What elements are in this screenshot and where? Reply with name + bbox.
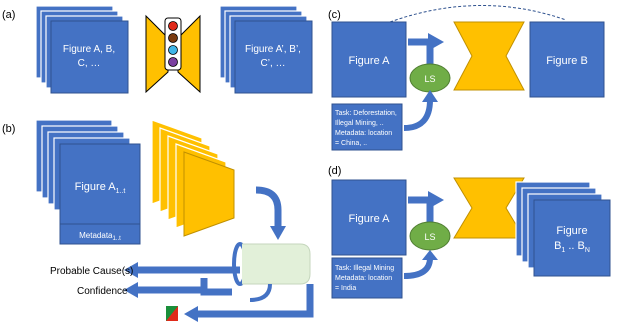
panel-b-figure-label: Figure A1..t [75, 181, 126, 195]
panel-c-figure-b [529, 21, 605, 98]
panel-b-result-icon [166, 306, 178, 321]
panel-b-cylinder [232, 242, 311, 302]
panel-b-metadata-label: Metadata1..t [79, 231, 121, 242]
panel-d-output-line2: B1 .. BN [554, 240, 590, 254]
panel-c-figure-a-label: Figure A [349, 55, 391, 67]
panel-b-confidence: Confidence [77, 286, 128, 297]
panel-a-label: (a) [2, 9, 15, 21]
panel-b-figure-stack [35, 119, 141, 245]
panel-b-label: (b) [2, 123, 15, 135]
latent-dot-2 [168, 33, 178, 43]
panel-d-task-line-3: = India [335, 285, 356, 292]
panel-c-label: (c) [328, 9, 341, 21]
panel-d-figure-a-label: Figure A [349, 213, 391, 225]
panel-a-output-stack [219, 5, 313, 94]
panel-c-figure-b-label: Figure B [546, 55, 588, 67]
panel-c-task-arrow [403, 99, 433, 131]
panel-d-output-line1: Figure [556, 225, 587, 237]
panel-d-label: (d) [328, 165, 341, 177]
panel-d-figure-a [331, 179, 407, 256]
panel-a-output-line1: Figure A’, B’, [245, 44, 301, 55]
panel-a-output-line2: C’, … [261, 58, 286, 69]
panel-d-task-line-1: Task: Illegal Mining [335, 265, 394, 272]
panel-b-encoder-stack [151, 119, 235, 237]
panel-a-input-line2: C, … [78, 58, 101, 69]
panel-c-task-line-3: Metadata: location [335, 130, 392, 137]
panel-b-probable-cause: Probable Cause(s) [50, 266, 133, 277]
panel-c-task-line-2: Illegal Mining, .. [335, 120, 384, 127]
panel-c-task-line-4: = China, .. [335, 140, 367, 147]
latent-dot-3 [168, 45, 178, 55]
panel-d-decoder [453, 177, 525, 239]
panel-d-task-line-2: Metadata: location [335, 275, 392, 282]
panel-d-task-box [331, 257, 403, 299]
panel-c-figure-a [331, 21, 407, 98]
latent-dot-1 [168, 21, 178, 31]
latent-dot-4 [168, 57, 178, 67]
panel-c-dashed-link [389, 5, 567, 23]
panel-a-input-stack [35, 5, 129, 94]
panel-a-autoencoder [145, 14, 201, 94]
panel-a-input-line1: Figure A, B, [63, 44, 115, 55]
panel-d-arrow [408, 191, 444, 222]
panel-c-decoder [453, 21, 525, 91]
panel-d-ls-label: LS [424, 232, 435, 242]
panel-d-task-arrow [403, 257, 433, 279]
panel-d-output-stack [515, 181, 611, 277]
panel-b-output-arrows [124, 262, 314, 322]
panel-c-task-line-1: Task: Deforestation, [335, 110, 397, 117]
panel-c-task-box [331, 103, 403, 151]
panel-c-ls-label: LS [424, 74, 435, 84]
panel-b-down-arrow [255, 186, 286, 240]
panel-c-arrow [408, 33, 444, 64]
